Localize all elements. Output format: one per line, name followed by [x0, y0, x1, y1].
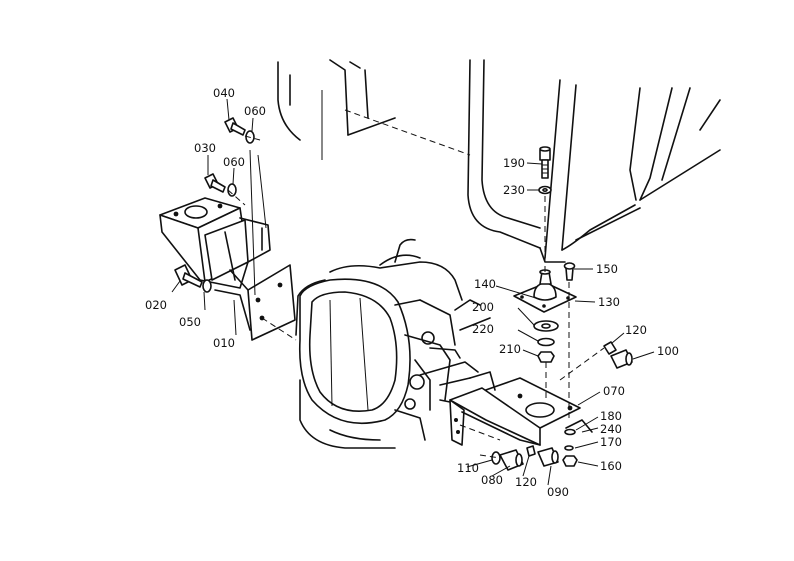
- label-040: 040: [213, 86, 235, 100]
- leader-lines: [171, 98, 655, 486]
- label-060-upper: 060: [244, 104, 266, 118]
- label-130: 130: [598, 295, 620, 309]
- label-200: 200: [472, 300, 494, 314]
- left-mount-bracket: [159, 149, 297, 341]
- label-120-upper: 120: [625, 323, 647, 337]
- label-170: 170: [600, 435, 622, 449]
- label-010: 010: [213, 336, 235, 350]
- left-fasteners: [174, 117, 261, 293]
- label-160: 160: [600, 459, 622, 473]
- rubber-mount-assembly: [513, 262, 577, 363]
- label-240: 240: [600, 422, 622, 436]
- label-220: 220: [472, 322, 494, 336]
- label-050: 050: [179, 315, 201, 329]
- label-030: 030: [194, 141, 216, 155]
- label-110: 110: [457, 461, 479, 475]
- label-020: 020: [145, 298, 167, 312]
- label-100: 100: [657, 344, 679, 358]
- label-120-lower: 120: [515, 475, 537, 489]
- cabin-frame-outline: [277, 59, 721, 263]
- label-150: 150: [596, 262, 618, 276]
- label-080: 080: [481, 473, 503, 487]
- label-140: 140: [474, 277, 496, 291]
- label-230: 230: [503, 183, 525, 197]
- label-180: 180: [600, 409, 622, 423]
- right-mount-bracket: [449, 371, 581, 446]
- right-fasteners: [479, 341, 633, 471]
- long-bolt-190: [538, 146, 570, 420]
- label-190: 190: [503, 156, 525, 170]
- part-labels: 010 020 030 040 050 060 060 070 080 090 …: [145, 86, 679, 499]
- label-210: 210: [499, 342, 521, 356]
- label-060-lower: 060: [223, 155, 245, 169]
- label-090: 090: [547, 485, 569, 499]
- label-070: 070: [603, 384, 625, 398]
